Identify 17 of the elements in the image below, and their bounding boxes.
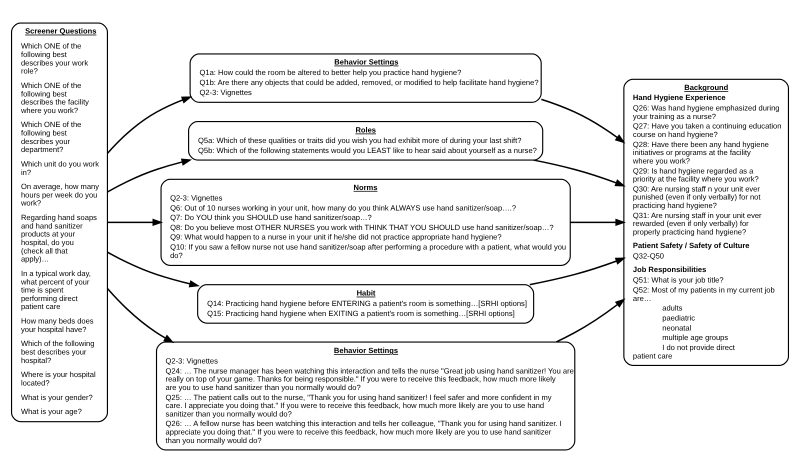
arrow bbox=[107, 251, 200, 287]
node-box: Norms Q2-3: Vignettes Q6: Out of 10 nurses working in your unit, how many do you think ALWAYS use hand sanitizer/soap….? Q7: Do YOU think you SHOULD use hand sanitizer/soap…? Q8: Do you believe most OTHER NURSES you work with THINK THAT YOU SHOULD use hand sanitizer/soap…? Q9: What would happen to a nurse in your unit if he/she did not practice appropriate hand hygiene? Q10: If you saw a fellow nurse not use hand sanitizer/soap after performing a procedure with a patient, what would you do? bbox=[160, 178, 571, 266]
arrow bbox=[556, 298, 626, 342]
arrow bbox=[106, 96, 192, 154]
node-box: Habit Q14: Practicing hand hygiene before ENTERING a patient's room is something…[SRHI options] Q15: Practicing hand hygiene when EXITING a patient's room is something…[SRHI options] bbox=[197, 284, 534, 324]
arrow bbox=[107, 158, 192, 192]
arrow bbox=[541, 98, 626, 144]
arrow bbox=[533, 158, 626, 186]
node-box: Screener Questions Which ONE of the following best describes your work role? Which ONE of the following best describes the facility where you work? Which ONE of the following best describes your department? Which unit do you work in? On average, how many hours per week do you work? Regarding hand soaps and hand sanitizer products at your hospital, do you (check all that apply)… In a typical work day, what percent of your time is spent performing direct patient care How many beds does your hospital have? Which of the following best describes your hospital? Where is your hospital located? What is your gender? What is your age? bbox=[10, 22, 108, 422]
node-box: Behavior Settings Q1a: How could the room be altered to better help you practice hand hygiene? Q1b: Are there any objects that could be added, removed, or modified to help facilitate hand hygiene? Q2-3: Vignettes bbox=[190, 52, 542, 102]
node-box: Background Hand Hygiene Experience Q26: Was hand hygiene emphasized during your training as a nurse? Q27: Have you taken a continuing education course on hand hygiene? Q28: Have there been any hand hygiene initiatives or programs at the facility where you work? Q29: Is hand hygiene regarded as a priority at the facility where you work? Q30: Are nursing staff n your unit ever punished (even if only verbally) for not practicing hand hygiene? Q31: Are nursing staff in your unit ever rewarded (even if only verbally) for properly practicing hand hygiene? Patient Safety / Safety of Culture Q32-Q50 Job Responsibilities Q51: What is your job title? Q52: Most of my patients in my current job are… adults paediatric neonatal multiple age groups I do not provide direct patient care bbox=[623, 78, 790, 366]
arrow bbox=[108, 218, 164, 226]
arrow bbox=[570, 218, 626, 226]
node-box: Roles Q5a: Which of these qualities or traits did you wish you had exhibit more of during your last shift? Q5b: Which of the following statements would you LEAST like to hear said about yourself as a nurse? bbox=[188, 120, 544, 160]
arrow bbox=[106, 288, 174, 343]
arrow bbox=[530, 257, 626, 285]
node-box: Behavior Settings Q2-3: Vignettes Q24: … The nurse manager has been watching this interaction and tells the nurse "Great job using hand sanitizer! You are really on top of your game. Thanks for being responsible." If you were to receive this feedback, how much more likely are you to use hand sanitizer than you normally would do? Q25: … The patient calls out to the nurse, "Thank you for using hand sanitizer! I feel safer and more confident in my care. I appreciate you doing that." If you were to receive this feedback, how much more likely are you to use hand sanitizer than you normally would do? Q26: … A fellow nurse has been watching this interaction and tells her colleague, "Thank you for using hand sanitizer. I appreciate you doing that." If you were to receive this feedback, how much more likely are you to use hand sanitizer than you normally would do? bbox=[156, 340, 576, 450]
